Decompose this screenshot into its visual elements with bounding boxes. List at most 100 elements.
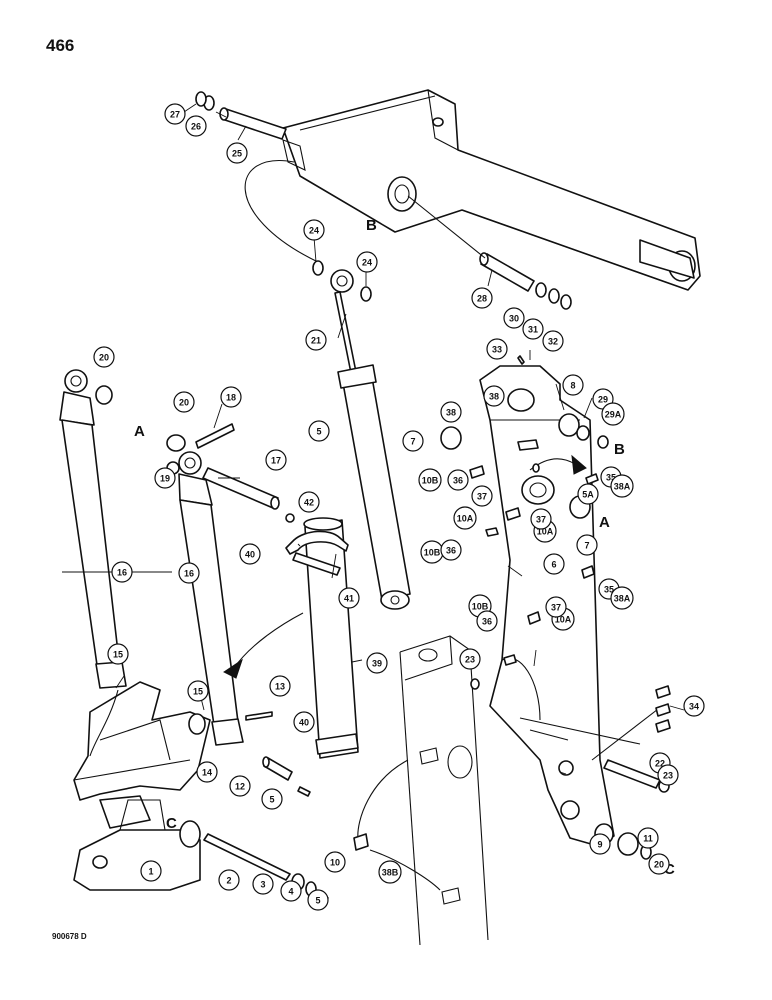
callout-number: 36 — [446, 546, 456, 556]
callout-circle — [293, 711, 315, 733]
callout-24: 24 — [303, 219, 325, 241]
callout-36: 36 — [447, 469, 469, 491]
callout-number: 14 — [202, 768, 212, 778]
callout-number: 3 — [260, 880, 265, 890]
callout-circle — [447, 469, 469, 491]
callout-20: 20 — [648, 853, 670, 875]
callout-20: 20 — [173, 391, 195, 413]
callout-number: 10A — [555, 615, 572, 625]
callout-15: 15 — [187, 680, 209, 702]
callout-41: 41 — [338, 587, 360, 609]
callout-circle — [324, 851, 346, 873]
callout-circle — [298, 491, 320, 513]
callout-number: 33 — [492, 345, 502, 355]
ref-letter-a: A — [599, 514, 610, 531]
callout-37: 37 — [471, 485, 493, 507]
callout-38a: 38A — [610, 586, 634, 610]
callout-circle — [93, 346, 115, 368]
callout-24: 24 — [356, 251, 378, 273]
callout-number: 6 — [551, 560, 556, 570]
callout-number: 2 — [226, 876, 231, 886]
callout-38a: 38A — [610, 474, 634, 498]
callout-number: 21 — [311, 336, 321, 346]
callout-number: 4 — [288, 887, 293, 897]
callout-10b: 10B — [418, 468, 442, 492]
callout-16: 16 — [178, 562, 200, 584]
cylinder-16-left — [59, 369, 127, 689]
callout-number: 7 — [584, 541, 589, 551]
callout-38: 38 — [483, 385, 505, 407]
callout-32: 32 — [542, 330, 564, 352]
pin-25 — [195, 91, 287, 140]
callout-circle — [265, 449, 287, 471]
callout-5a: 5A — [577, 483, 599, 505]
callout-25: 25 — [226, 142, 248, 164]
callout-circle — [154, 467, 176, 489]
callout-number: 22 — [655, 759, 665, 769]
callout-18: 18 — [220, 386, 242, 408]
callout-8: 8 — [562, 374, 584, 396]
callout-number: 5 — [316, 427, 321, 437]
callout-circle — [261, 788, 283, 810]
dipper-stick — [353, 635, 489, 946]
callout-36: 36 — [476, 610, 498, 632]
callout-circle — [308, 420, 330, 442]
callout-number: 15 — [193, 687, 203, 697]
callout-circle — [218, 869, 240, 891]
callout-circle — [610, 474, 634, 498]
callout-number: 38A — [614, 594, 631, 604]
callout-circle — [378, 860, 402, 884]
callout-30: 30 — [503, 307, 525, 329]
callout-circle — [111, 561, 133, 583]
callout-number: 5A — [582, 490, 594, 500]
callout-circle — [252, 873, 274, 895]
callout-number: 5 — [315, 896, 320, 906]
callout-3: 3 — [252, 873, 274, 895]
callout-circle — [196, 761, 218, 783]
callout-number: 42 — [304, 498, 314, 508]
callout-40: 40 — [293, 711, 315, 733]
callout-13: 13 — [269, 675, 291, 697]
callout-circle — [577, 483, 599, 505]
callout-circle — [637, 827, 659, 849]
callout-circle — [545, 596, 567, 618]
callout-number: 9 — [597, 840, 602, 850]
callout-circle — [657, 764, 679, 786]
callout-23: 23 — [657, 764, 679, 786]
callout-28: 28 — [471, 287, 493, 309]
leader-lines — [62, 103, 685, 781]
callout-circle — [648, 853, 670, 875]
callout-number: 16 — [184, 569, 194, 579]
callout-circle — [601, 402, 625, 426]
callout-number: 32 — [548, 337, 558, 347]
callout-number: 41 — [344, 594, 354, 604]
callout-number: 38 — [489, 392, 499, 402]
callout-number: 29A — [605, 410, 622, 420]
callout-circle — [107, 643, 129, 665]
callout-number: 18 — [226, 393, 236, 403]
callout-40: 40 — [239, 543, 261, 565]
callout-6: 6 — [543, 553, 565, 575]
callout-14: 14 — [196, 761, 218, 783]
callout-21: 21 — [305, 329, 327, 351]
callout-number: 10B — [422, 476, 439, 486]
callout-42: 42 — [298, 491, 320, 513]
callout-circle — [140, 860, 162, 882]
callout-number: 26 — [191, 122, 201, 132]
callout-circle — [486, 338, 508, 360]
callout-circle — [589, 833, 611, 855]
callout-37: 37 — [545, 596, 567, 618]
callout-number: 12 — [235, 782, 245, 792]
callout-number: 23 — [465, 655, 475, 665]
callout-circle — [530, 508, 552, 530]
callout-circle — [453, 506, 477, 530]
callout-circle — [418, 468, 442, 492]
ref-letter-c: C — [664, 861, 675, 878]
callout-circle — [683, 695, 705, 717]
callout-circle — [280, 880, 302, 902]
callout-number: 11 — [643, 834, 653, 844]
callout-circle — [338, 587, 360, 609]
callout-number: 35 — [606, 473, 616, 483]
callout-circle — [402, 430, 424, 452]
